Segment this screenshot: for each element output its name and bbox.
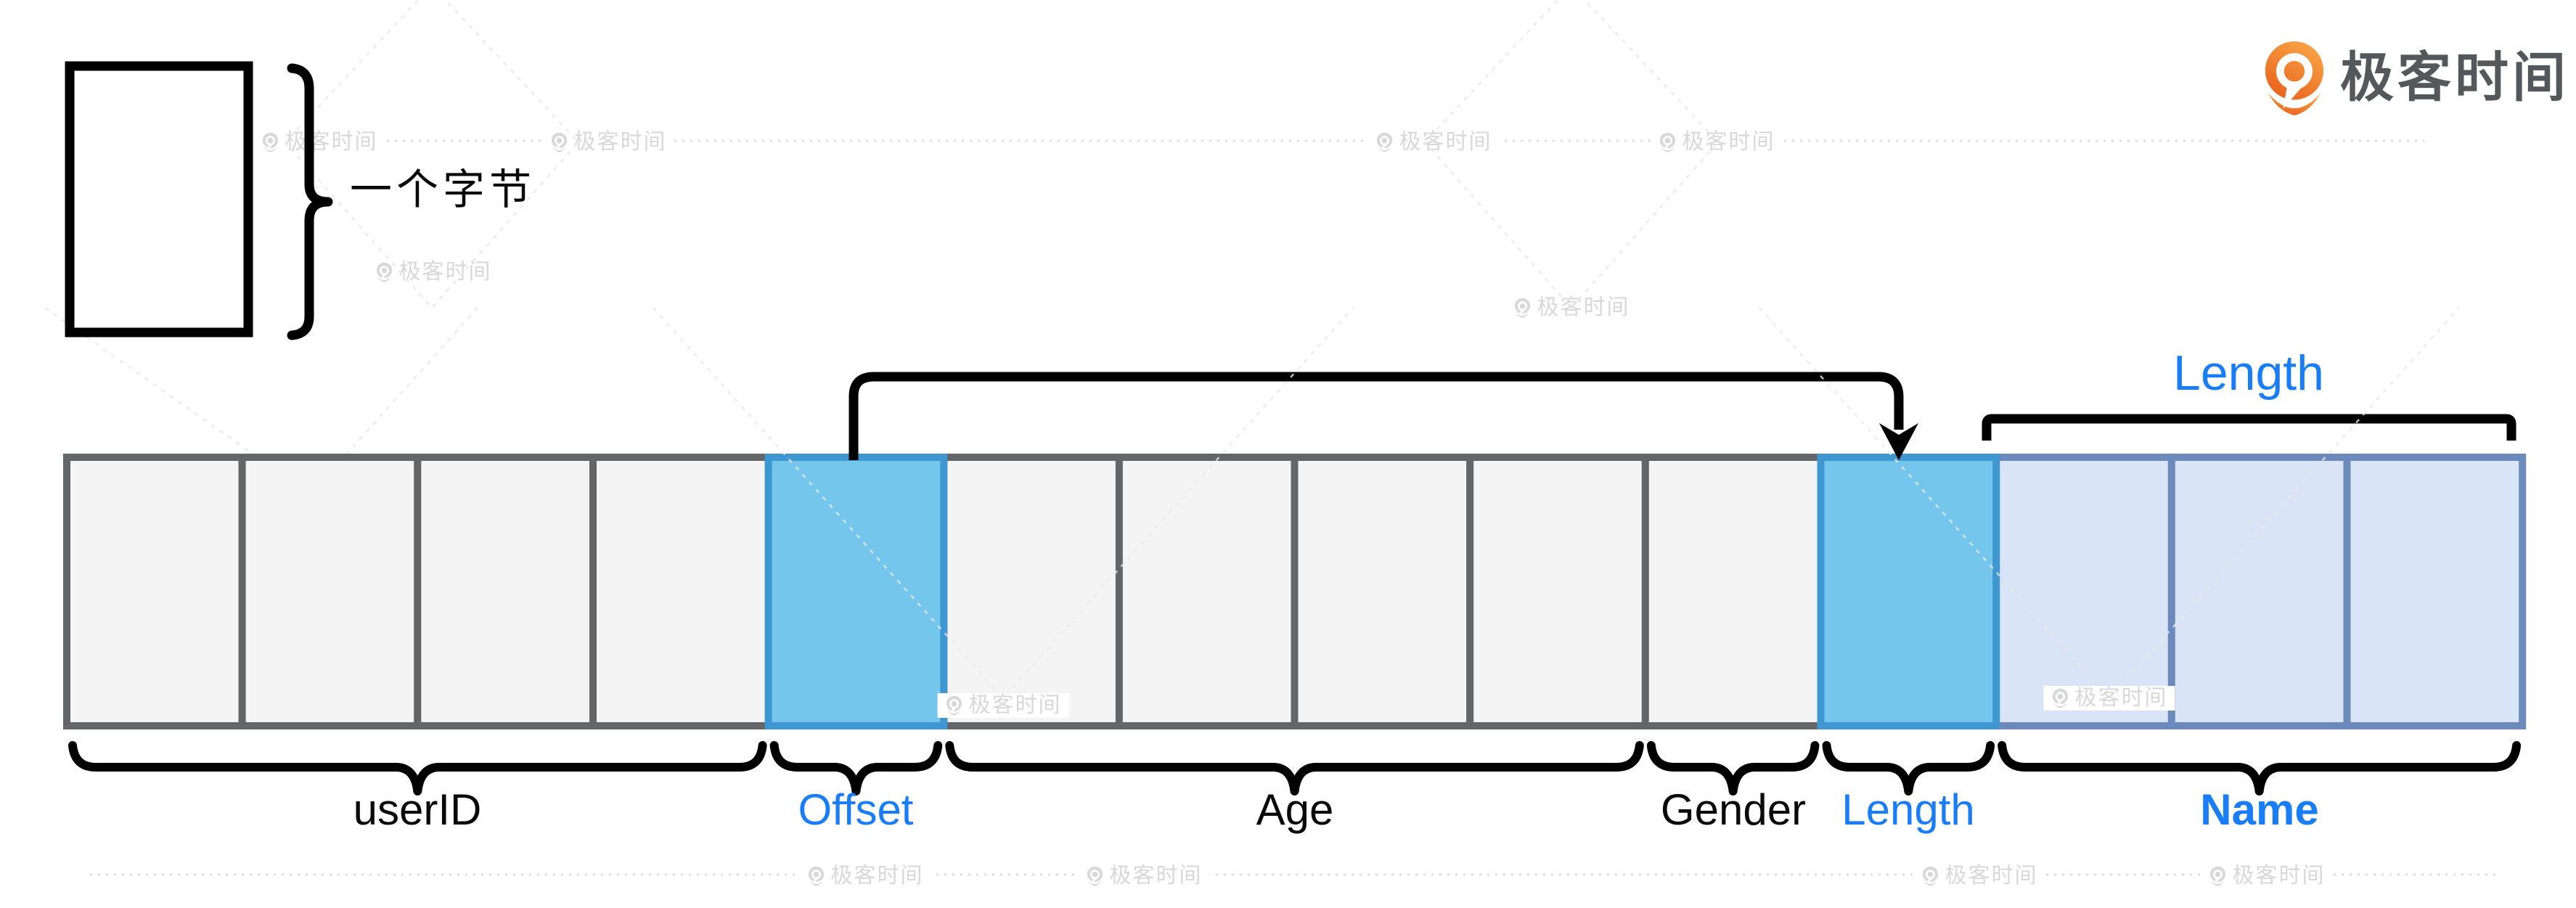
byte-cell-userid — [414, 454, 597, 729]
watermark: 极客时间 — [799, 864, 931, 888]
watermark-pin-icon — [376, 262, 393, 282]
watermark-text: 极客时间 — [1399, 130, 1492, 154]
watermark: 极客时间 — [542, 130, 674, 155]
underbrace-name — [1998, 741, 2522, 795]
watermark-text: 极客时间 — [398, 260, 492, 284]
underbrace-userid — [68, 741, 767, 795]
watermark-pin-icon — [1922, 866, 1939, 886]
watermark: 极客时间 — [1367, 130, 1500, 155]
watermark-pin-icon — [262, 132, 279, 152]
underbrace-length — [1822, 741, 1995, 795]
legend-brace — [287, 63, 333, 340]
watermark-pin-icon — [1659, 132, 1676, 152]
watermark: 极客时间 — [1651, 130, 1783, 155]
watermark-text: 极客时间 — [830, 864, 924, 888]
watermark-pin-icon — [1376, 132, 1393, 152]
watermark: 极客时间 — [253, 130, 385, 155]
watermark-text: 极客时间 — [2074, 686, 2168, 710]
watermark: 极客时间 — [367, 260, 499, 285]
watermark-text: 极客时间 — [285, 130, 378, 154]
watermark-dotted-line — [73, 139, 2424, 142]
watermark-pin-icon — [946, 695, 962, 716]
watermark-text: 极客时间 — [1945, 864, 2038, 888]
watermark-text: 极客时间 — [573, 130, 667, 154]
watermark-text: 极客时间 — [1682, 130, 1775, 154]
watermark-pin-icon — [2209, 866, 2226, 886]
watermark: 极客时间 — [2043, 686, 2175, 711]
watermark-pin-icon — [808, 866, 825, 886]
underbrace-age — [945, 741, 1644, 795]
watermark: 极客时间 — [1078, 864, 1210, 888]
underbrace-gender — [1646, 741, 1820, 795]
byte-cell-userid — [238, 454, 422, 729]
watermark: 极客时间 — [1505, 295, 1637, 320]
underbrace-offset — [769, 741, 943, 795]
watermark-pin-icon — [551, 132, 568, 152]
underbraces — [68, 741, 2522, 795]
watermark: 极客时间 — [1913, 864, 2045, 888]
watermark-text: 极客时间 — [968, 693, 1062, 717]
watermark: 极客时间 — [2201, 864, 2333, 888]
watermark-pin-icon — [1514, 298, 1531, 318]
watermark-text: 极客时间 — [1537, 295, 1630, 319]
byte-cell-userid — [63, 454, 246, 729]
watermark-pin-icon — [2052, 688, 2069, 708]
watermark-pin-icon — [1087, 866, 1103, 886]
legend-byte-box — [65, 61, 253, 338]
watermark-text: 极客时间 — [1109, 864, 1203, 888]
watermark-text: 极客时间 — [2232, 864, 2326, 888]
watermark: 极客时间 — [937, 693, 1069, 718]
watermark-dotted-line — [87, 873, 2497, 876]
